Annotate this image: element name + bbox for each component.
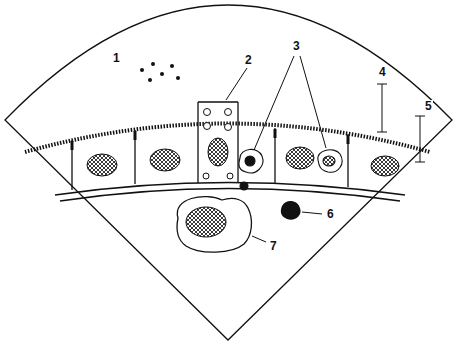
phagocytic-structures xyxy=(239,149,342,190)
cell-nucleus xyxy=(186,207,226,237)
callout-number: 4 xyxy=(378,66,387,78)
callout-number: 7 xyxy=(269,240,278,252)
callout-number: 5 xyxy=(424,100,433,112)
dark-body xyxy=(281,201,301,220)
secreted-particles xyxy=(140,62,180,82)
callout-number: 3 xyxy=(292,40,301,52)
wedge-outline xyxy=(5,5,452,340)
leader-lines xyxy=(226,56,425,242)
callout-number: 6 xyxy=(326,208,335,220)
callout-number: 2 xyxy=(244,54,253,66)
cell-borders xyxy=(72,102,348,190)
wandering-cell xyxy=(177,197,252,253)
cell-nuclei xyxy=(87,138,399,176)
callout-number: 1 xyxy=(112,52,121,64)
